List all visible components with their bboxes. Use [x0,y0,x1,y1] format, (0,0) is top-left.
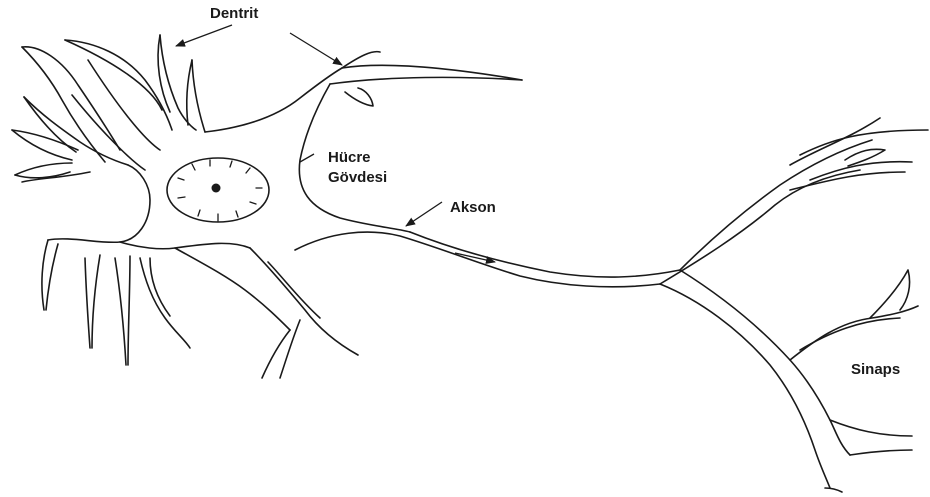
nucleus [167,158,269,222]
dendrite-branches [12,35,522,182]
nucleolus [212,184,221,193]
dendrite-label: Dentrit [210,5,258,22]
dendrite-arrow-right [290,33,342,65]
synapse-label: Sinaps [851,361,900,378]
axon-terminals [660,118,928,492]
axon-arrow [406,202,442,226]
cell-body-label-line1: Hücre [328,149,371,166]
cell-body [48,84,410,249]
axon-label: Akson [450,199,496,216]
axon [295,232,680,287]
cell-body-pointer [300,154,314,162]
lower-dendrites [42,240,358,378]
dendrite-arrow-left [176,25,232,46]
annotation-arrows [176,25,442,226]
cell-body-label-line2: Gövdesi [328,169,387,186]
